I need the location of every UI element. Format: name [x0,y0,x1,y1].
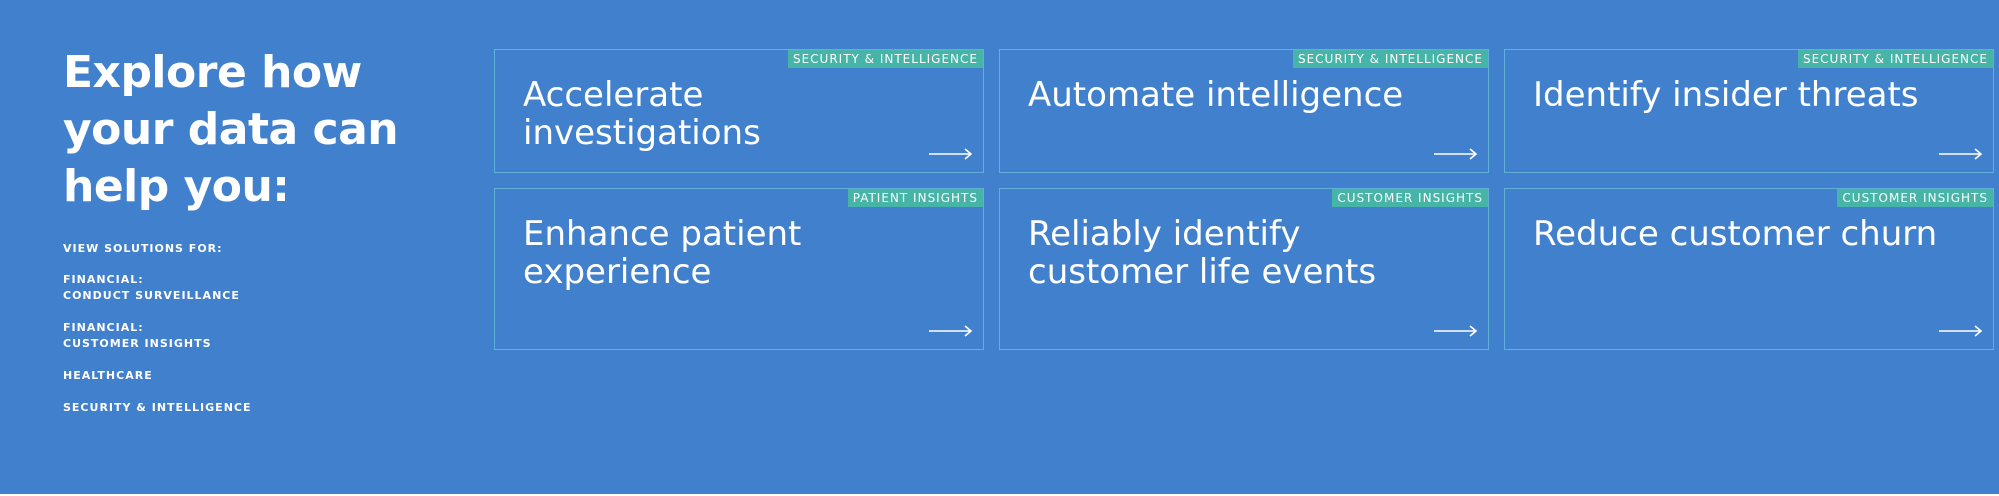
filter-line: CUSTOMER INSIGHTS [63,337,212,350]
card-title: Reliably identify customer life events [1028,214,1377,292]
filter-line: HEALTHCARE [63,369,153,382]
heading-line: Explore how [63,47,362,98]
arrow-right-icon [929,324,973,343]
card-enhance-patient-experience[interactable]: PATIENT INSIGHTS Enhance patient experie… [494,188,984,350]
heading-line: help you: [63,161,290,212]
arrow-right-icon [1939,324,1983,343]
arrow-right-icon [1434,147,1478,166]
category-badge: CUSTOMER INSIGHTS [1332,189,1488,207]
card-reliably-identify-customer-life-events[interactable]: CUSTOMER INSIGHTS Reliably identify cust… [999,188,1489,350]
filter-security-intelligence[interactable]: SECURITY & INTELLIGENCE [63,400,252,416]
card-title: Accelerate investigations [523,75,761,153]
filters-label: VIEW SOLUTIONS FOR: [63,242,223,255]
heading-line: your data can [63,104,399,155]
card-accelerate-investigations[interactable]: SECURITY & INTELLIGENCE Accelerate inves… [494,49,984,173]
arrow-right-icon [929,147,973,166]
category-badge: SECURITY & INTELLIGENCE [1292,50,1488,68]
card-title: Identify insider threats [1533,75,1919,115]
solution-filters: VIEW SOLUTIONS FOR: FINANCIAL: CONDUCT S… [63,242,252,432]
filter-line: FINANCIAL: [63,273,144,286]
category-badge: PATIENT INSIGHTS [847,189,983,207]
card-title: Enhance patient experience [523,214,802,292]
category-badge: SECURITY & INTELLIGENCE [787,50,983,68]
filter-line: FINANCIAL: [63,321,144,334]
filter-financial-conduct-surveillance[interactable]: FINANCIAL: CONDUCT SURVEILLANCE [63,272,252,304]
filter-line: SECURITY & INTELLIGENCE [63,401,252,414]
category-badge: SECURITY & INTELLIGENCE [1797,50,1993,68]
category-badge: CUSTOMER INSIGHTS [1837,189,1993,207]
page-heading: Explore how your data can help you: [63,44,403,215]
card-automate-intelligence[interactable]: SECURITY & INTELLIGENCE Automate intelli… [999,49,1489,173]
card-identify-insider-threats[interactable]: SECURITY & INTELLIGENCE Identify insider… [1504,49,1994,173]
card-title: Automate intelligence [1028,75,1404,115]
card-reduce-customer-churn[interactable]: CUSTOMER INSIGHTS Reduce customer churn [1504,188,1994,350]
card-title: Reduce customer churn [1533,214,1938,254]
arrow-right-icon [1434,324,1478,343]
arrow-right-icon [1939,147,1983,166]
filter-healthcare[interactable]: HEALTHCARE [63,368,252,384]
filter-financial-customer-insights[interactable]: FINANCIAL: CUSTOMER INSIGHTS [63,320,252,352]
filter-line: CONDUCT SURVEILLANCE [63,289,240,302]
